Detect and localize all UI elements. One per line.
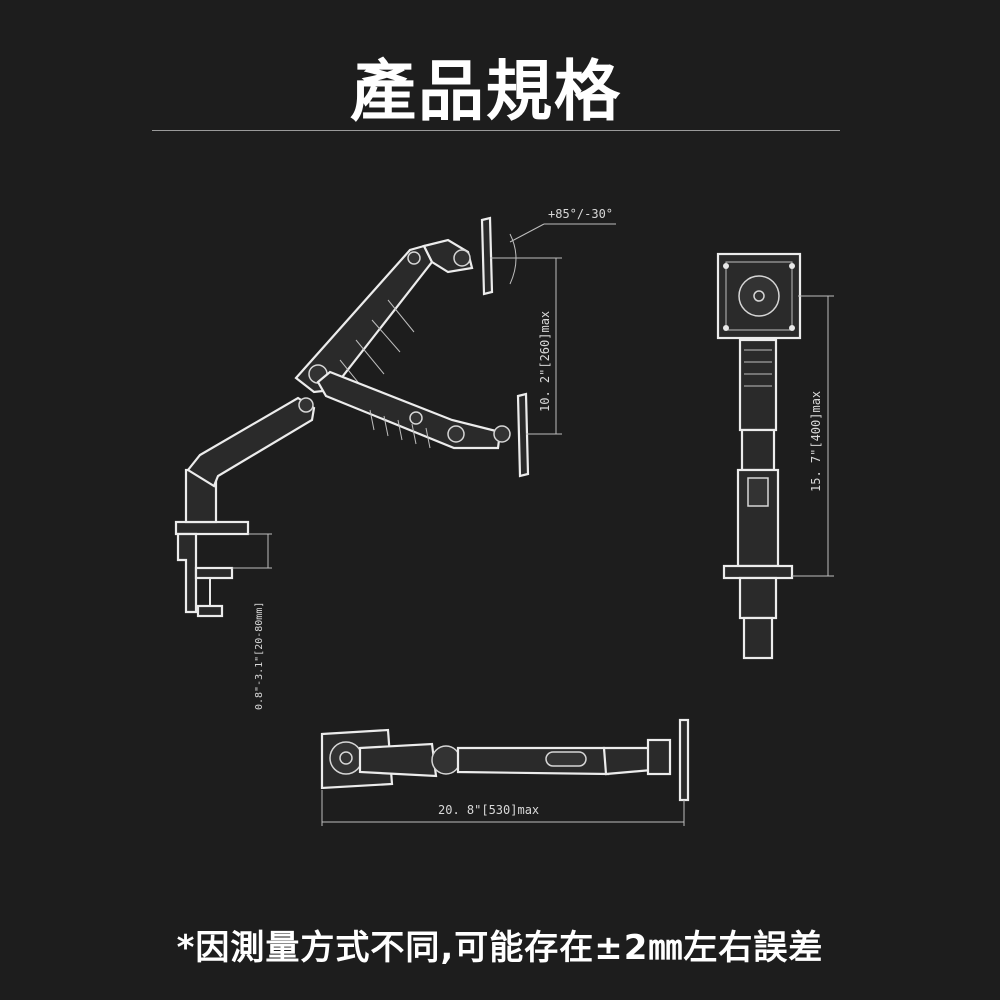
tilt-pivot-raised — [453, 249, 471, 267]
front-lower-slot — [747, 477, 769, 507]
lowered-arm-bolt — [409, 411, 423, 425]
clamp-top-plate — [174, 520, 250, 536]
top-tilt-head — [646, 738, 672, 776]
vesa-hole-tl — [723, 263, 729, 269]
title-divider — [152, 130, 840, 131]
clamp-knob — [196, 604, 224, 618]
top-base-bolt — [339, 751, 353, 765]
length-label: 20. 8"[530]max — [438, 803, 539, 817]
vesa-hole-br — [789, 325, 795, 331]
front-lower-column — [736, 468, 780, 568]
lower-arm-ribs — [369, 409, 431, 449]
vesa-plate-lowered — [516, 392, 530, 478]
vesa-center — [753, 290, 765, 302]
top-view-arm: 20. 8"[530]max — [320, 718, 690, 826]
side-view-arm: +85°/-30° 10. 2"[260]max 0.8"-3.1"[20-80… — [174, 207, 616, 710]
vesa-plate-inner — [725, 261, 793, 331]
front-mid-joint — [740, 428, 776, 472]
upper-arm-lowered — [316, 370, 502, 450]
front-view-arm: 15. 7"[400]max — [716, 252, 834, 660]
upper-arm-bolt — [407, 251, 421, 265]
tilt-leader — [509, 223, 545, 243]
elbow-joint — [298, 397, 314, 413]
lower-arm — [186, 396, 316, 488]
vertical-label: 15. 7"[400]max — [809, 391, 823, 492]
vesa-plate-raised — [480, 216, 494, 296]
lowered-arm-joint — [447, 425, 465, 443]
tilt-pivot-lowered — [493, 425, 511, 443]
top-vesa-plate — [678, 718, 690, 802]
top-arm-slot — [545, 751, 587, 767]
clamp-bracket — [176, 532, 198, 614]
top-lower-arm — [358, 742, 438, 778]
clamp-range-label: 0.8"-3.1"[20-80mm] — [254, 602, 265, 710]
vesa-hole-tr — [789, 263, 795, 269]
page-title: 產品規格 — [350, 53, 622, 130]
top-tilt-neck — [602, 746, 654, 776]
clamp-jaw — [194, 566, 234, 580]
front-clamp-plate — [722, 564, 794, 580]
front-clamp-screw — [742, 616, 774, 660]
front-clamp-body — [738, 576, 778, 620]
measurement-note: *因測量方式不同,可能存在±2㎜左右誤差 — [176, 928, 824, 968]
front-column-ribs — [744, 349, 772, 387]
front-upper-column — [738, 338, 778, 432]
tilt-range-label: +85°/-30° — [548, 207, 613, 221]
height-label: 10. 2"[260]max — [538, 311, 552, 412]
top-elbow-joint — [431, 745, 461, 775]
upper-arm-ribs — [339, 299, 415, 393]
vesa-hole-bl — [723, 325, 729, 331]
